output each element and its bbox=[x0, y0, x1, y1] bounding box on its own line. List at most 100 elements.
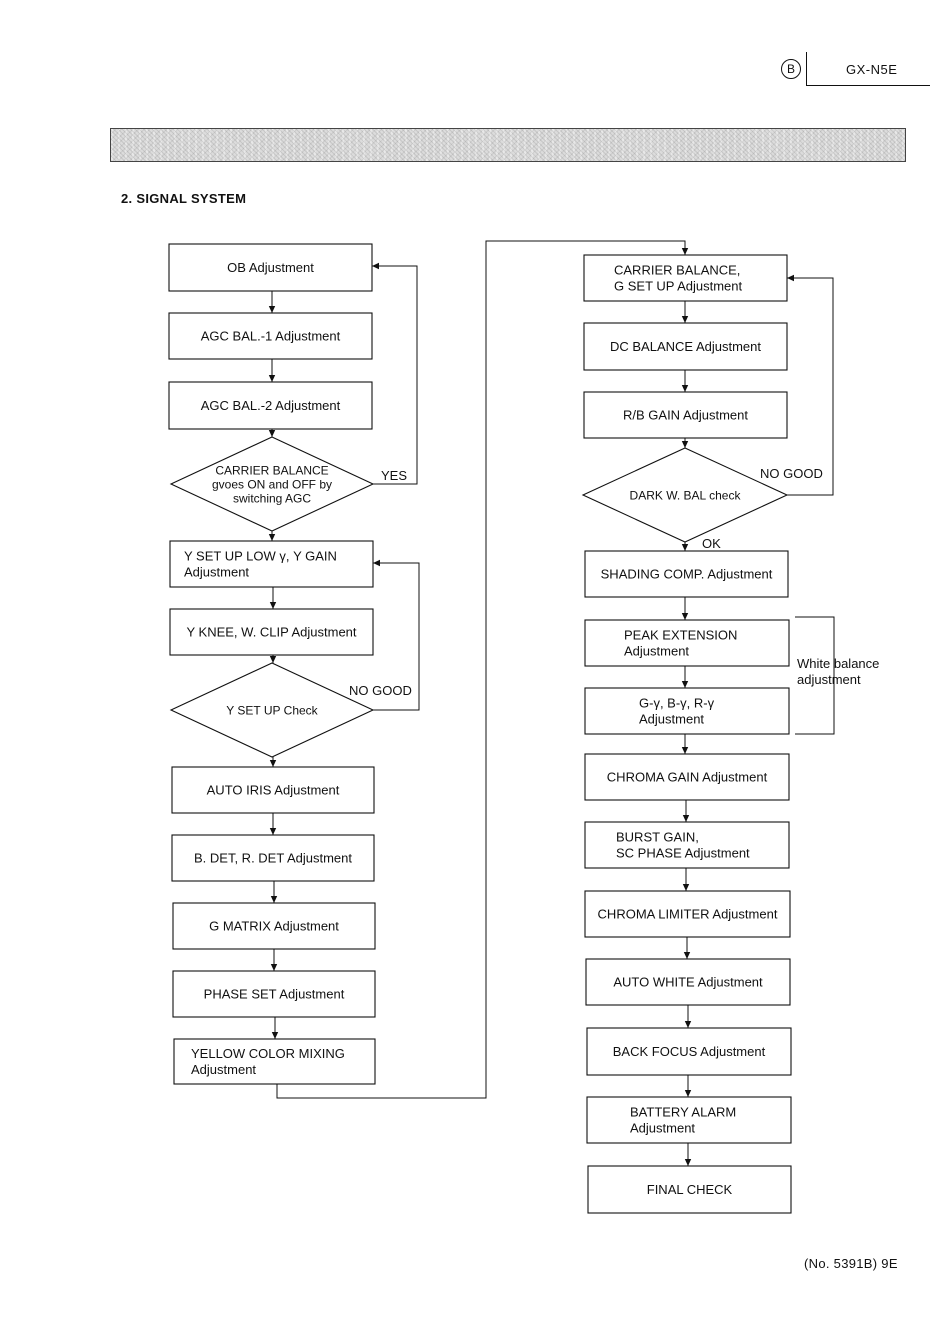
b-det-r-det-box: B. DET, R. DET Adjustment bbox=[171, 834, 375, 882]
y-setup-low-box-text: Y SET UP LOW γ, Y GAIN bbox=[184, 549, 337, 564]
auto-iris-adjustment-box: AUTO IRIS Adjustment bbox=[171, 766, 375, 814]
burst-gain-sc-phase-box: BURST GAIN,SC PHASE Adjustment bbox=[584, 821, 790, 869]
section-banner bbox=[110, 128, 906, 162]
rb-gain-adjustment-box-frame bbox=[583, 391, 788, 439]
g-matrix-adjustment-box: G MATRIX Adjustment bbox=[172, 902, 376, 950]
carrier-balance-decision-frame bbox=[169, 436, 375, 532]
dc-balance-adjustment-box-text: DC BALANCE Adjustment bbox=[610, 339, 761, 354]
carrier-balance-g-setup-box-frame bbox=[583, 254, 788, 302]
dark-w-bal-decision-frame bbox=[581, 447, 789, 543]
g-matrix-adjustment-box-text: G MATRIX Adjustment bbox=[209, 919, 339, 934]
agc-bal2-adjustment-box-text: AGC BAL.-2 Adjustment bbox=[201, 398, 341, 413]
y-setup-check-decision: Y SET UP Check bbox=[169, 662, 375, 758]
phase-set-adjustment-box-text: PHASE SET Adjustment bbox=[204, 987, 345, 1002]
agc-bal1-adjustment-box-text: AGC BAL.-1 Adjustment bbox=[201, 329, 341, 344]
auto-iris-adjustment-box-frame bbox=[171, 766, 375, 814]
carrier-balance-yes-label: YES bbox=[381, 468, 407, 483]
chroma-limiter-adjustment-box-frame bbox=[584, 890, 791, 938]
phase-set-adjustment-box: PHASE SET Adjustment bbox=[172, 970, 376, 1018]
b-det-r-det-box-text: B. DET, R. DET Adjustment bbox=[194, 851, 352, 866]
carrier-balance-decision-text: CARRIER BALANCE bbox=[215, 464, 328, 478]
shading-comp-adjustment-box: SHADING COMP. Adjustment bbox=[584, 550, 789, 598]
chroma-limiter-adjustment-box-text: CHROMA LIMITER Adjustment bbox=[598, 907, 778, 922]
auto-white-adjustment-box-frame bbox=[585, 958, 791, 1006]
agc-bal1-adjustment-box: AGC BAL.-1 Adjustment bbox=[168, 312, 373, 360]
back-focus-adjustment-box: BACK FOCUS Adjustment bbox=[586, 1027, 792, 1076]
dark-w-bal-ok-label: OK bbox=[702, 536, 721, 551]
carrier-balance-g-setup-box-text: G SET UP Adjustment bbox=[614, 279, 743, 294]
peak-extension-box-text: PEAK EXTENSION bbox=[624, 628, 737, 643]
white-balance-group-label-text: White balance bbox=[797, 656, 879, 671]
carrier-balance-g-setup-box: CARRIER BALANCE,G SET UP Adjustment bbox=[583, 254, 788, 302]
yellow-color-mixing-box-text: YELLOW COLOR MIXING bbox=[191, 1046, 345, 1061]
gamma-adjustment-box-text: Adjustment bbox=[639, 712, 704, 727]
b-det-r-det-box-frame bbox=[171, 834, 375, 882]
back-focus-adjustment-box-frame bbox=[586, 1027, 792, 1076]
agc-bal2-adjustment-box-frame bbox=[168, 381, 373, 430]
gamma-adjustment-box-frame bbox=[584, 687, 790, 735]
y-setup-check-nogood-label: NO GOOD bbox=[349, 683, 412, 698]
carrier-balance-decision-text: switching AGC bbox=[233, 492, 311, 506]
y-knee-wclip-box-frame bbox=[169, 608, 374, 656]
battery-alarm-box-text: Adjustment bbox=[630, 1121, 695, 1136]
shading-comp-adjustment-box-frame bbox=[584, 550, 789, 598]
circled-b-badge: B bbox=[781, 59, 801, 79]
dark-w-bal-decision-text: DARK W. BAL check bbox=[630, 489, 742, 503]
white-balance-bracket bbox=[795, 616, 835, 735]
dark-w-bal-nogood-label: NO GOOD bbox=[760, 466, 823, 481]
dc-balance-adjustment-box-frame bbox=[583, 322, 788, 371]
dark-nogood-loop-arrow bbox=[787, 274, 834, 496]
auto-white-adjustment-box: AUTO WHITE Adjustment bbox=[585, 958, 791, 1006]
header-underline bbox=[806, 85, 930, 86]
burst-gain-sc-phase-box-text: BURST GAIN, bbox=[616, 830, 699, 845]
gamma-adjustment-box-text: G-γ, B-γ, R-γ bbox=[639, 696, 715, 711]
y-setup-check-decision-text: Y SET UP Check bbox=[226, 704, 318, 718]
burst-gain-sc-phase-box-text: SC PHASE Adjustment bbox=[616, 846, 750, 861]
y-setup-check-decision-frame bbox=[169, 662, 375, 758]
white-balance-group-label-text: adjustment bbox=[797, 672, 861, 687]
battery-alarm-box-text: BATTERY ALARM bbox=[630, 1105, 736, 1120]
chroma-gain-adjustment-box: CHROMA GAIN Adjustment bbox=[584, 753, 790, 801]
agc-bal2-adjustment-box: AGC BAL.-2 Adjustment bbox=[168, 381, 373, 430]
peak-extension-box-text: Adjustment bbox=[624, 644, 689, 659]
dc-balance-adjustment-box: DC BALANCE Adjustment bbox=[583, 322, 788, 371]
yellow-color-mixing-box-text: Adjustment bbox=[191, 1062, 256, 1077]
dark-w-bal-decision: DARK W. BAL check bbox=[581, 447, 789, 543]
flowchart-connectors bbox=[268, 240, 835, 1166]
back-focus-adjustment-box-text: BACK FOCUS Adjustment bbox=[613, 1044, 766, 1059]
peak-extension-box-frame bbox=[584, 619, 790, 667]
burst-gain-sc-phase-box-frame bbox=[584, 821, 790, 869]
y-knee-wclip-box: Y KNEE, W. CLIP Adjustment bbox=[169, 608, 374, 656]
auto-white-adjustment-box-text: AUTO WHITE Adjustment bbox=[613, 975, 763, 990]
ysetup-nogood-loop-arrow bbox=[373, 559, 420, 711]
final-check-box-text: FINAL CHECK bbox=[647, 1182, 733, 1197]
chroma-gain-adjustment-box-text: CHROMA GAIN Adjustment bbox=[607, 770, 768, 785]
page-number: (No. 5391B) 9E bbox=[804, 1256, 898, 1271]
g-matrix-adjustment-box-frame bbox=[172, 902, 376, 950]
model-number: GX-N5E bbox=[846, 62, 898, 77]
chroma-limiter-adjustment-box: CHROMA LIMITER Adjustment bbox=[584, 890, 791, 938]
y-knee-wclip-box-text: Y KNEE, W. CLIP Adjustment bbox=[186, 625, 356, 640]
auto-iris-adjustment-box-text: AUTO IRIS Adjustment bbox=[207, 783, 340, 798]
chroma-gain-adjustment-box-frame bbox=[584, 753, 790, 801]
section-title: 2. SIGNAL SYSTEM bbox=[121, 191, 247, 206]
rb-gain-adjustment-box-text: R/B GAIN Adjustment bbox=[623, 408, 748, 423]
rb-gain-adjustment-box: R/B GAIN Adjustment bbox=[583, 391, 788, 439]
ob-adjustment-box-frame bbox=[168, 243, 373, 292]
carrier-yes-loop-arrow bbox=[372, 262, 418, 485]
battery-alarm-box-frame bbox=[586, 1096, 792, 1144]
y-setup-low-box-text: Adjustment bbox=[184, 565, 249, 580]
final-check-box: FINAL CHECK bbox=[587, 1165, 792, 1214]
carrier-balance-decision-text: gvoes ON and OFF by bbox=[212, 478, 332, 492]
carrier-balance-g-setup-box-text: CARRIER BALANCE, bbox=[614, 263, 740, 278]
shading-comp-adjustment-box-text: SHADING COMP. Adjustment bbox=[601, 567, 773, 582]
